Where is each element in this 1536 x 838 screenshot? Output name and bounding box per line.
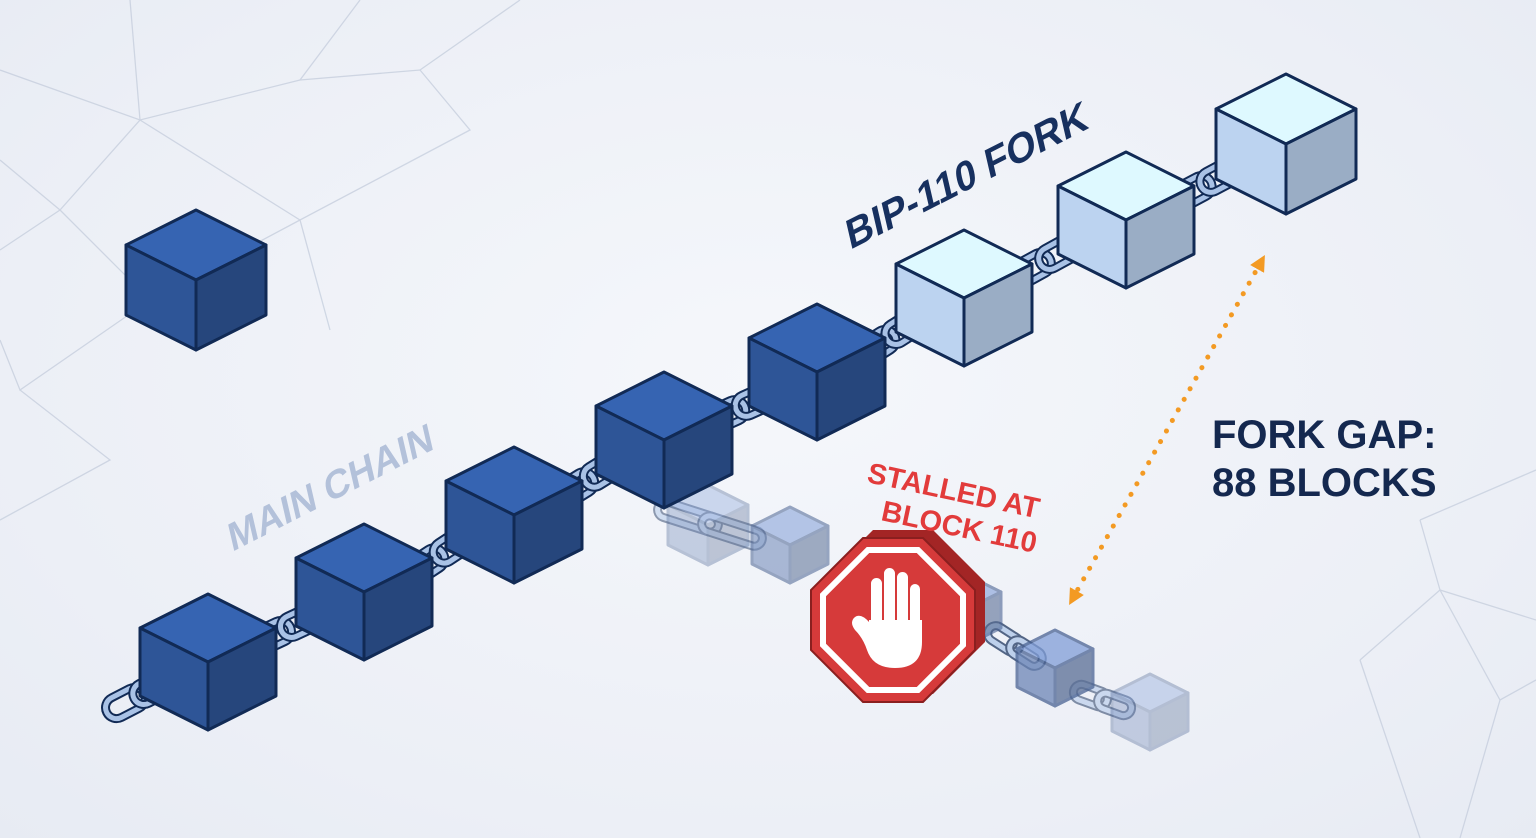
fork-gap-label-line2: 88 BLOCKS: [1212, 461, 1437, 505]
fork-gap-label-line1: FORK GAP:: [1212, 413, 1436, 457]
chain-blocks: [124, 72, 1358, 732]
main-chain-block: [294, 522, 434, 662]
stalled-block: [1015, 628, 1095, 708]
main-chain-block: [747, 302, 887, 442]
stalled-block: [750, 505, 830, 585]
fork-chain-block: [1056, 150, 1196, 290]
fork-chain-block: [894, 228, 1034, 368]
stalled-link: [653, 497, 767, 551]
main-chain-block: [138, 592, 278, 732]
orphan-block: [124, 208, 268, 352]
main-chain-block: [444, 445, 584, 585]
stalled-block: [1110, 672, 1190, 752]
fork-chain-block: [1214, 72, 1358, 216]
main-chain-block: [594, 370, 734, 510]
double-arrow-icon: [1069, 255, 1265, 605]
stop-hand-icon: [810, 530, 985, 703]
